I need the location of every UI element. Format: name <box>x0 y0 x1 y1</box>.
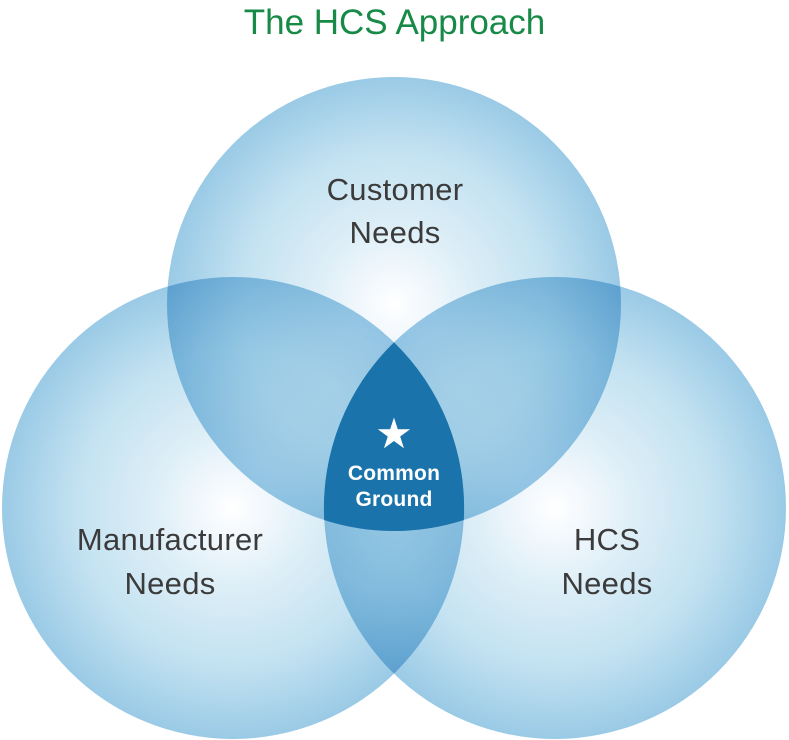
circle-label-customer-needs: Customer Needs <box>326 172 464 250</box>
hcs-needs-circle <box>324 277 786 739</box>
star-icon: ★ <box>375 409 413 458</box>
common-ground-shape <box>323 342 465 531</box>
circle-label-manufacturer-needs: Manufacturer Needs <box>76 522 264 601</box>
page-title: The HCS Approach <box>243 3 546 42</box>
manufacturer-needs-circle <box>2 277 464 739</box>
circle-label-hcs-needs: HCS Needs <box>561 522 653 601</box>
intersection-label: Common Ground <box>347 462 441 511</box>
